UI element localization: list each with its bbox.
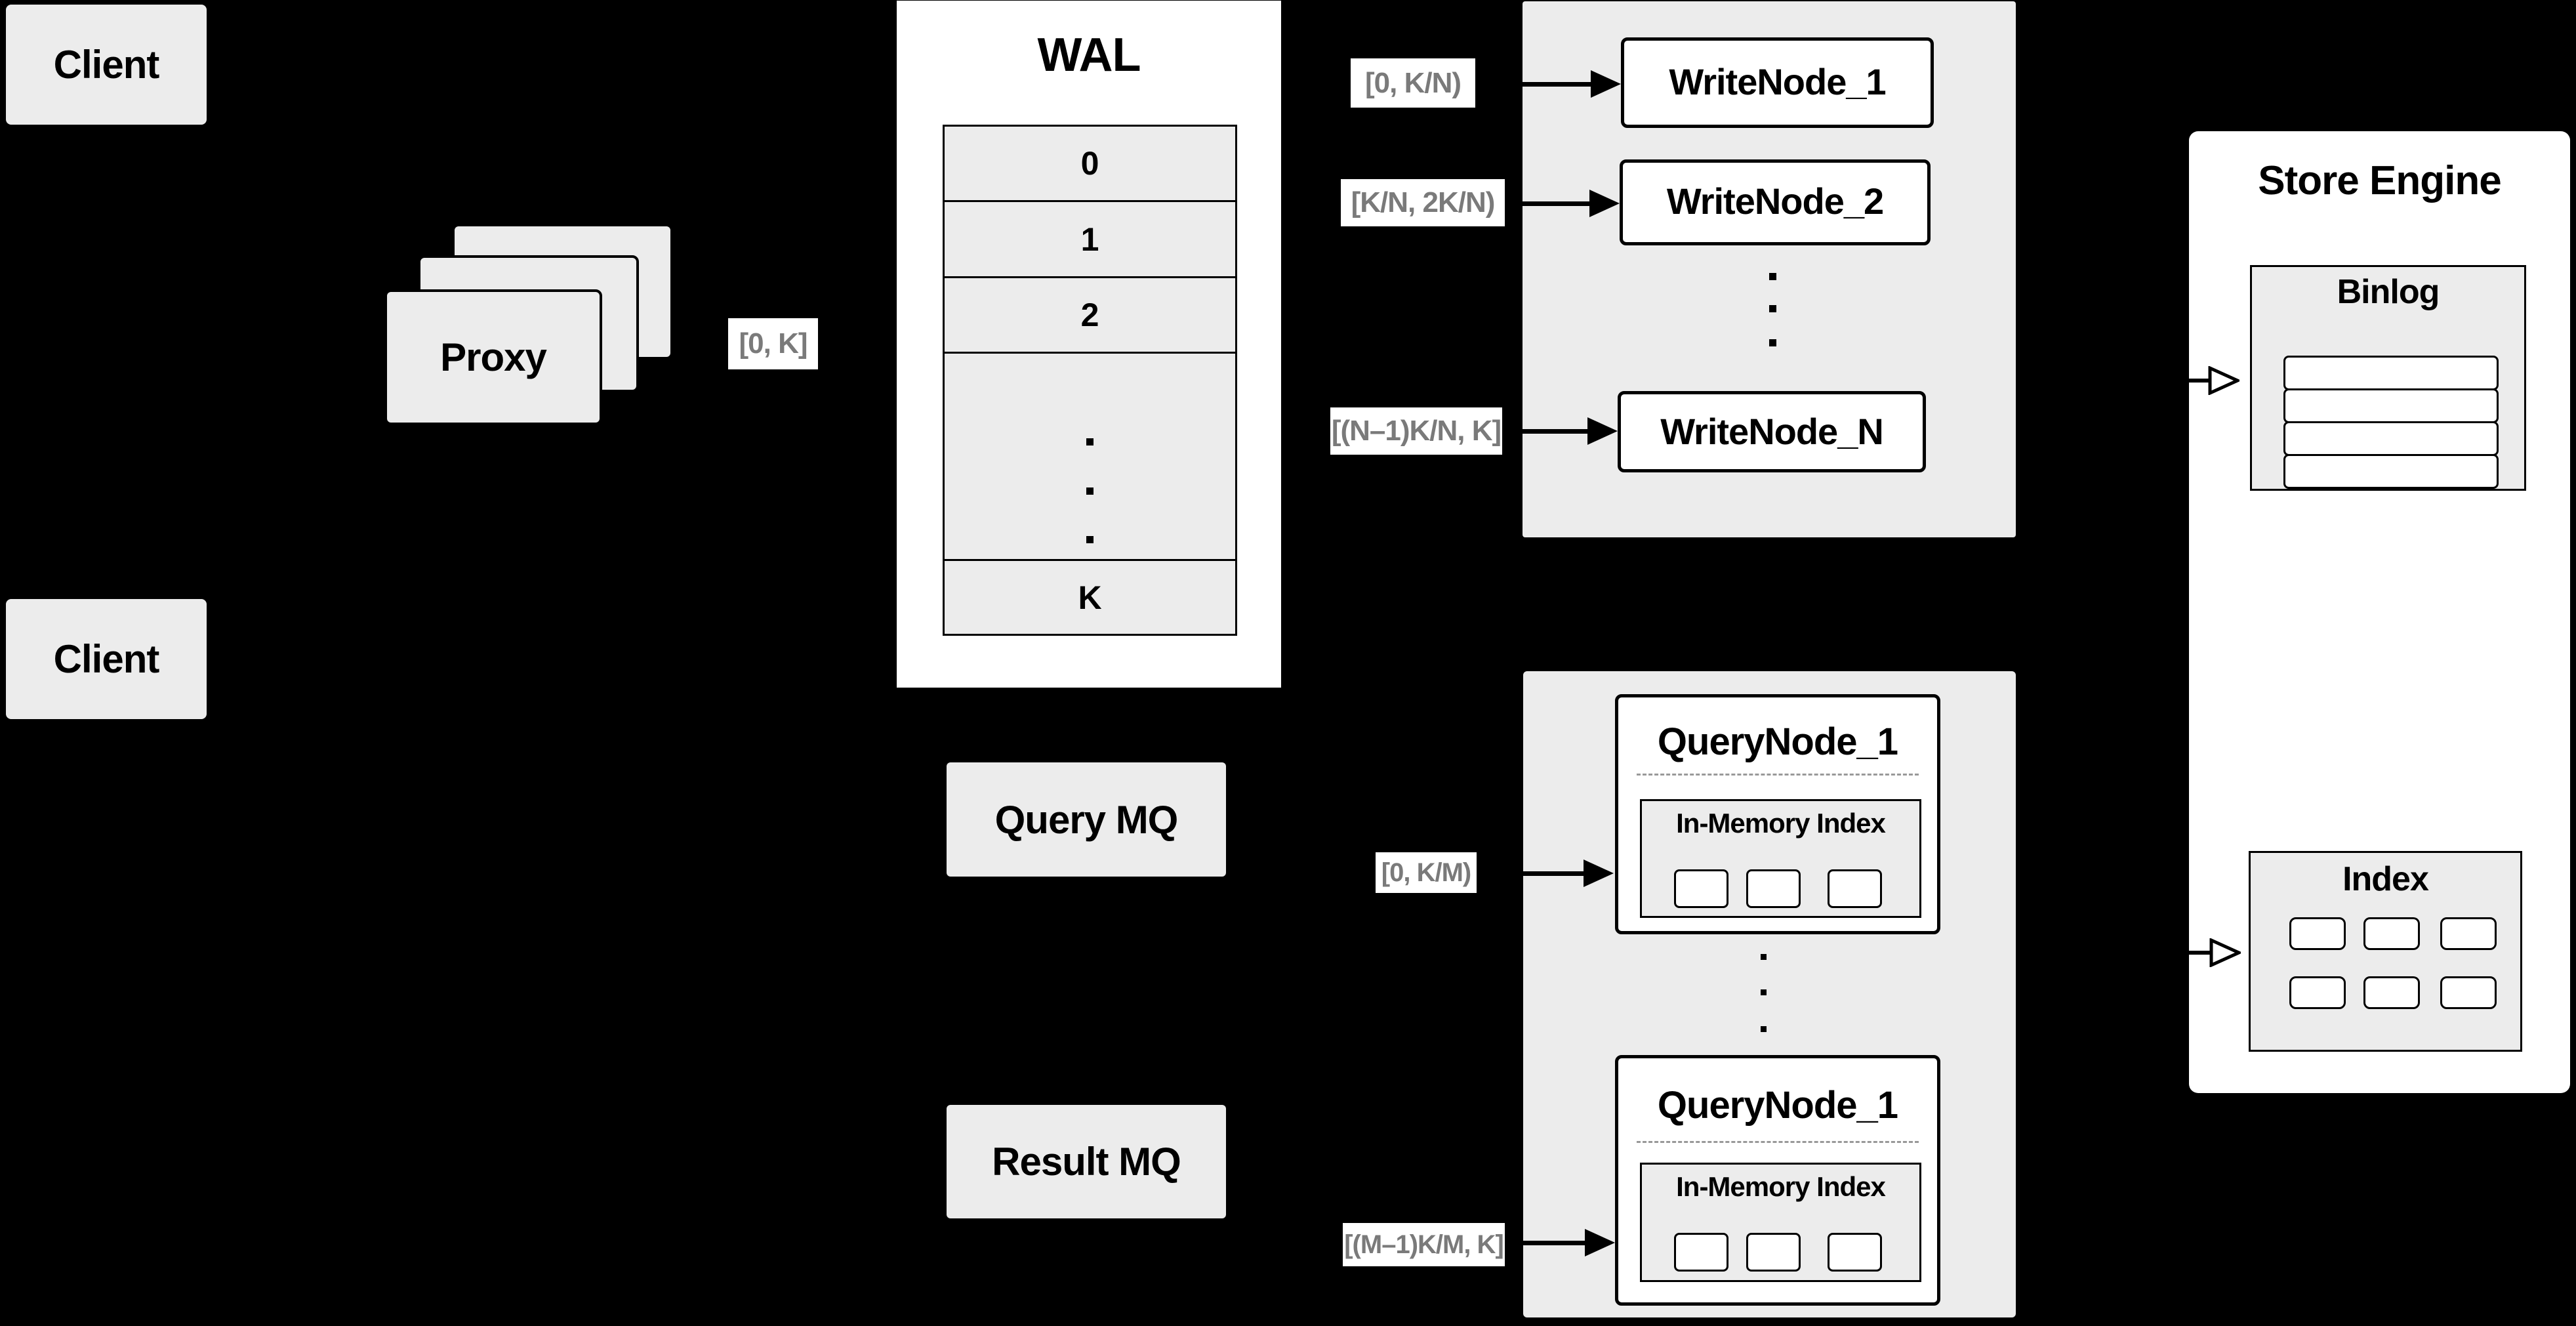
- index-cell: [2440, 976, 2497, 1009]
- client-node-bottom: Client: [6, 599, 207, 719]
- ellipsis-dot: [1086, 438, 1094, 445]
- arrow-to-writenode-2: [1505, 201, 1592, 206]
- binlog-row: [2283, 388, 2499, 423]
- range-label-writenode-1-text: [0, K/N): [1365, 66, 1462, 99]
- range-label-proxy-to-wal-text: [0, K]: [739, 327, 808, 360]
- arrowhead-to-writenode-n: [1587, 417, 1618, 445]
- binlog-title: Binlog: [2337, 273, 2440, 311]
- query-mq-node: Query MQ: [947, 762, 1226, 877]
- in-memory-index-bottom-label: In-Memory Index: [1676, 1171, 1886, 1202]
- index-cell: [2363, 976, 2420, 1009]
- wal-row-k: K: [945, 559, 1235, 634]
- proxy-node: Proxy: [384, 289, 602, 425]
- index-title: Index: [2342, 860, 2429, 898]
- binlog-box: Binlog: [2250, 265, 2526, 491]
- writenode-n: WriteNode_N: [1618, 391, 1926, 472]
- in-memory-index-bottom: In-Memory Index: [1640, 1163, 1921, 1282]
- open-arrowhead-to-index: [2209, 938, 2241, 967]
- dashed-separator: [1637, 774, 1919, 776]
- writenode-1: WriteNode_1: [1621, 37, 1934, 128]
- client-bottom-label: Client: [53, 637, 160, 681]
- store-engine-title: Store Engine: [2258, 158, 2501, 203]
- result-mq-label: Result MQ: [992, 1140, 1181, 1184]
- proxy-stack: Proxy: [384, 224, 673, 425]
- querynode-top-label: QueryNode_1: [1657, 720, 1898, 763]
- wal-row-2-label: 2: [1080, 297, 1099, 333]
- in-memory-index-top-label: In-Memory Index: [1676, 808, 1886, 839]
- querynode-bottom: QueryNode_1 In-Memory Index: [1615, 1055, 1940, 1306]
- ellipsis-dot: [1769, 273, 1776, 280]
- wal-row-k-label: K: [1078, 579, 1102, 616]
- range-label-writenode-n-text: [(N–1)K/N, K]: [1331, 415, 1502, 447]
- ellipsis-dot: [1769, 305, 1776, 312]
- wal-title: WAL: [1037, 29, 1141, 81]
- arrowhead-to-querynode-top: [1584, 860, 1614, 887]
- wal-row-1-label: 1: [1080, 220, 1099, 258]
- arrow-to-writenode-n: [1502, 429, 1590, 434]
- ellipsis-dot: [1761, 1026, 1767, 1032]
- range-label-querynode-bottom-text: [(M–1)K/M, K]: [1344, 1230, 1504, 1259]
- index-segment: [1674, 869, 1728, 908]
- dashed-separator: [1637, 1141, 1919, 1143]
- range-label-querynode-bottom: [(M–1)K/M, K]: [1343, 1223, 1505, 1266]
- proxy-label: Proxy: [440, 335, 547, 379]
- arrow-to-querynode-top: [1477, 871, 1586, 876]
- binlog-row: [2283, 454, 2499, 489]
- ellipsis-dot: [1761, 954, 1767, 960]
- client-node-top: Client: [6, 5, 207, 125]
- wal-row-0: 0: [945, 127, 1235, 200]
- ellipsis-dot: [1086, 536, 1094, 543]
- arrowhead-to-writenode-2: [1589, 190, 1620, 217]
- index-cell: [2289, 976, 2346, 1009]
- store-engine-box: Store Engine Binlog Index: [2189, 131, 2570, 1093]
- writenode-1-label: WriteNode_1: [1669, 61, 1886, 102]
- writenode-2: WriteNode_2: [1620, 159, 1931, 245]
- wal-row-ellipsis: [945, 352, 1235, 559]
- range-label-writenode-2-text: [K/N, 2K/N): [1351, 186, 1496, 218]
- index-cell: [2363, 917, 2420, 950]
- wal-row-1: 1: [945, 200, 1235, 276]
- wal-segment-table: 0 1 2 K: [943, 125, 1237, 636]
- wal-box: WAL 0 1 2 K: [897, 1, 1281, 688]
- in-memory-index-top: In-Memory Index: [1640, 799, 1921, 918]
- writenode-2-label: WriteNode_2: [1666, 180, 1884, 222]
- writenode-n-label: WriteNode_N: [1660, 411, 1884, 452]
- arrowhead-to-writenode-1: [1591, 70, 1621, 98]
- binlog-row: [2283, 356, 2499, 390]
- result-mq-node: Result MQ: [947, 1105, 1226, 1218]
- index-cell: [2440, 917, 2497, 950]
- index-segment: [1746, 869, 1801, 908]
- arrowhead-to-querynode-bottom: [1585, 1229, 1615, 1256]
- querynode-panel: QueryNode_1 In-Memory Index QueryNode_1 …: [1523, 671, 2016, 1317]
- index-segment: [1746, 1233, 1801, 1272]
- range-label-writenode-2: [K/N, 2K/N): [1341, 179, 1505, 226]
- arrow-to-writenode-1: [1475, 82, 1593, 87]
- index-segment: [1828, 1233, 1882, 1272]
- arrow-to-querynode-bottom: [1505, 1241, 1587, 1245]
- ellipsis-dot: [1761, 989, 1767, 995]
- querynode-top: QueryNode_1 In-Memory Index: [1615, 694, 1940, 934]
- range-label-writenode-1: [0, K/N): [1351, 58, 1475, 108]
- wal-row-2: 2: [945, 276, 1235, 352]
- range-label-proxy-to-wal: [0, K]: [728, 318, 818, 369]
- index-cell: [2289, 917, 2346, 950]
- query-mq-label: Query MQ: [994, 797, 1179, 842]
- range-label-querynode-top: [0, K/M): [1376, 852, 1477, 893]
- arrow-to-binlog: [2158, 379, 2211, 383]
- client-top-label: Client: [53, 43, 160, 87]
- binlog-row: [2283, 421, 2499, 456]
- range-label-writenode-n: [(N–1)K/N, K]: [1330, 407, 1502, 455]
- range-label-querynode-top-text: [0, K/M): [1381, 858, 1471, 887]
- index-segment: [1674, 1233, 1728, 1272]
- open-arrowhead-to-binlog: [2208, 366, 2239, 395]
- ellipsis-dot: [1086, 487, 1094, 495]
- wal-row-0-label: 0: [1080, 145, 1099, 182]
- ellipsis-dot: [1769, 339, 1776, 346]
- querynode-bottom-label: QueryNode_1: [1657, 1084, 1898, 1127]
- arrow-to-index: [2158, 951, 2212, 955]
- index-segment: [1828, 869, 1882, 908]
- index-box: Index: [2249, 851, 2522, 1052]
